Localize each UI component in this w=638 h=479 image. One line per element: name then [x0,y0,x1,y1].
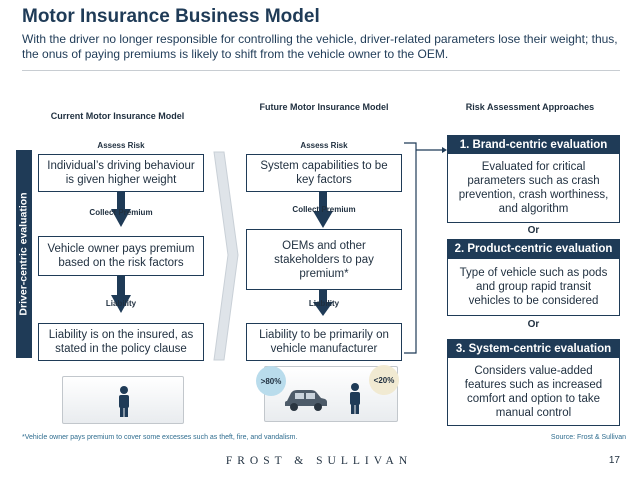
approach-3-box: Considers value-added features such as i… [447,358,620,426]
current-icon-panel [62,376,184,424]
transition-chevron [213,151,239,361]
future-collect-premium-box: OEMs and other stakeholders to pay premi… [246,229,402,290]
future-collect-premium-label: Collect Premium [292,205,356,214]
driver-person-icon [119,386,129,417]
driver-centric-bar: Driver-centric evaluation [16,150,32,358]
page-subtitle: With the driver no longer responsible fo… [22,32,618,61]
vehicle-share-circle: >80% [256,366,286,396]
current-collect-premium-box: Vehicle owner pays premium based on the … [38,236,204,276]
source-note: Source: Frost & Sullivan [550,434,626,441]
approach-2-title: 2. Product-centric evaluation [447,239,620,259]
current-liability-box: Liability is on the insured, as stated i… [38,323,204,361]
driver-share-circle: <20% [369,365,399,395]
current-arrow-2 [111,275,131,313]
approach-bracket [404,142,417,354]
car-icon [285,390,327,411]
future-liability-label: Liability [308,299,340,308]
future-arrow-2 [313,290,333,316]
approach-1-title: 1. Brand-centric evaluation [447,135,620,154]
header-divider [22,70,620,71]
future-liability-box: Liability to be primarily on vehicle man… [246,323,402,361]
person-icon [350,383,360,414]
current-assess-risk-label: Assess Risk [97,141,145,150]
approach-1-box: Evaluated for critical parameters such a… [447,154,620,223]
page-number: 17 [608,455,620,466]
future-icons [285,383,360,414]
current-arrow-1 [111,191,131,227]
footnote: *Vehicle owner pays premium to cover som… [22,434,298,441]
future-assess-risk-label: Assess Risk [300,141,348,150]
frost-sullivan-logo: FROST & SULLIVAN [225,455,413,467]
current-model-heading: Current Motor Insurance Model [50,111,185,121]
driver-centric-label: Driver-centric evaluation [18,192,31,316]
current-assess-risk-box: Individual’s driving behaviour is given … [38,154,204,192]
risk-approaches-heading: Risk Assessment Approaches [465,102,595,112]
or-label-2: Or [527,319,540,330]
current-liability-label: Liability [105,299,137,308]
future-assess-risk-box: System capabilities to be key factors [246,154,402,192]
page-title: Motor Insurance Business Model [22,6,320,27]
or-label-1: Or [527,225,540,236]
approach-3-title: 3. System-centric evaluation [447,339,620,358]
current-collect-premium-label: Collect Premium [89,208,153,217]
future-model-heading: Future Motor Insurance Model [259,102,389,112]
future-arrow-1 [313,191,333,228]
approach-2-box: Type of vehicle such as pods and group r… [447,259,620,316]
